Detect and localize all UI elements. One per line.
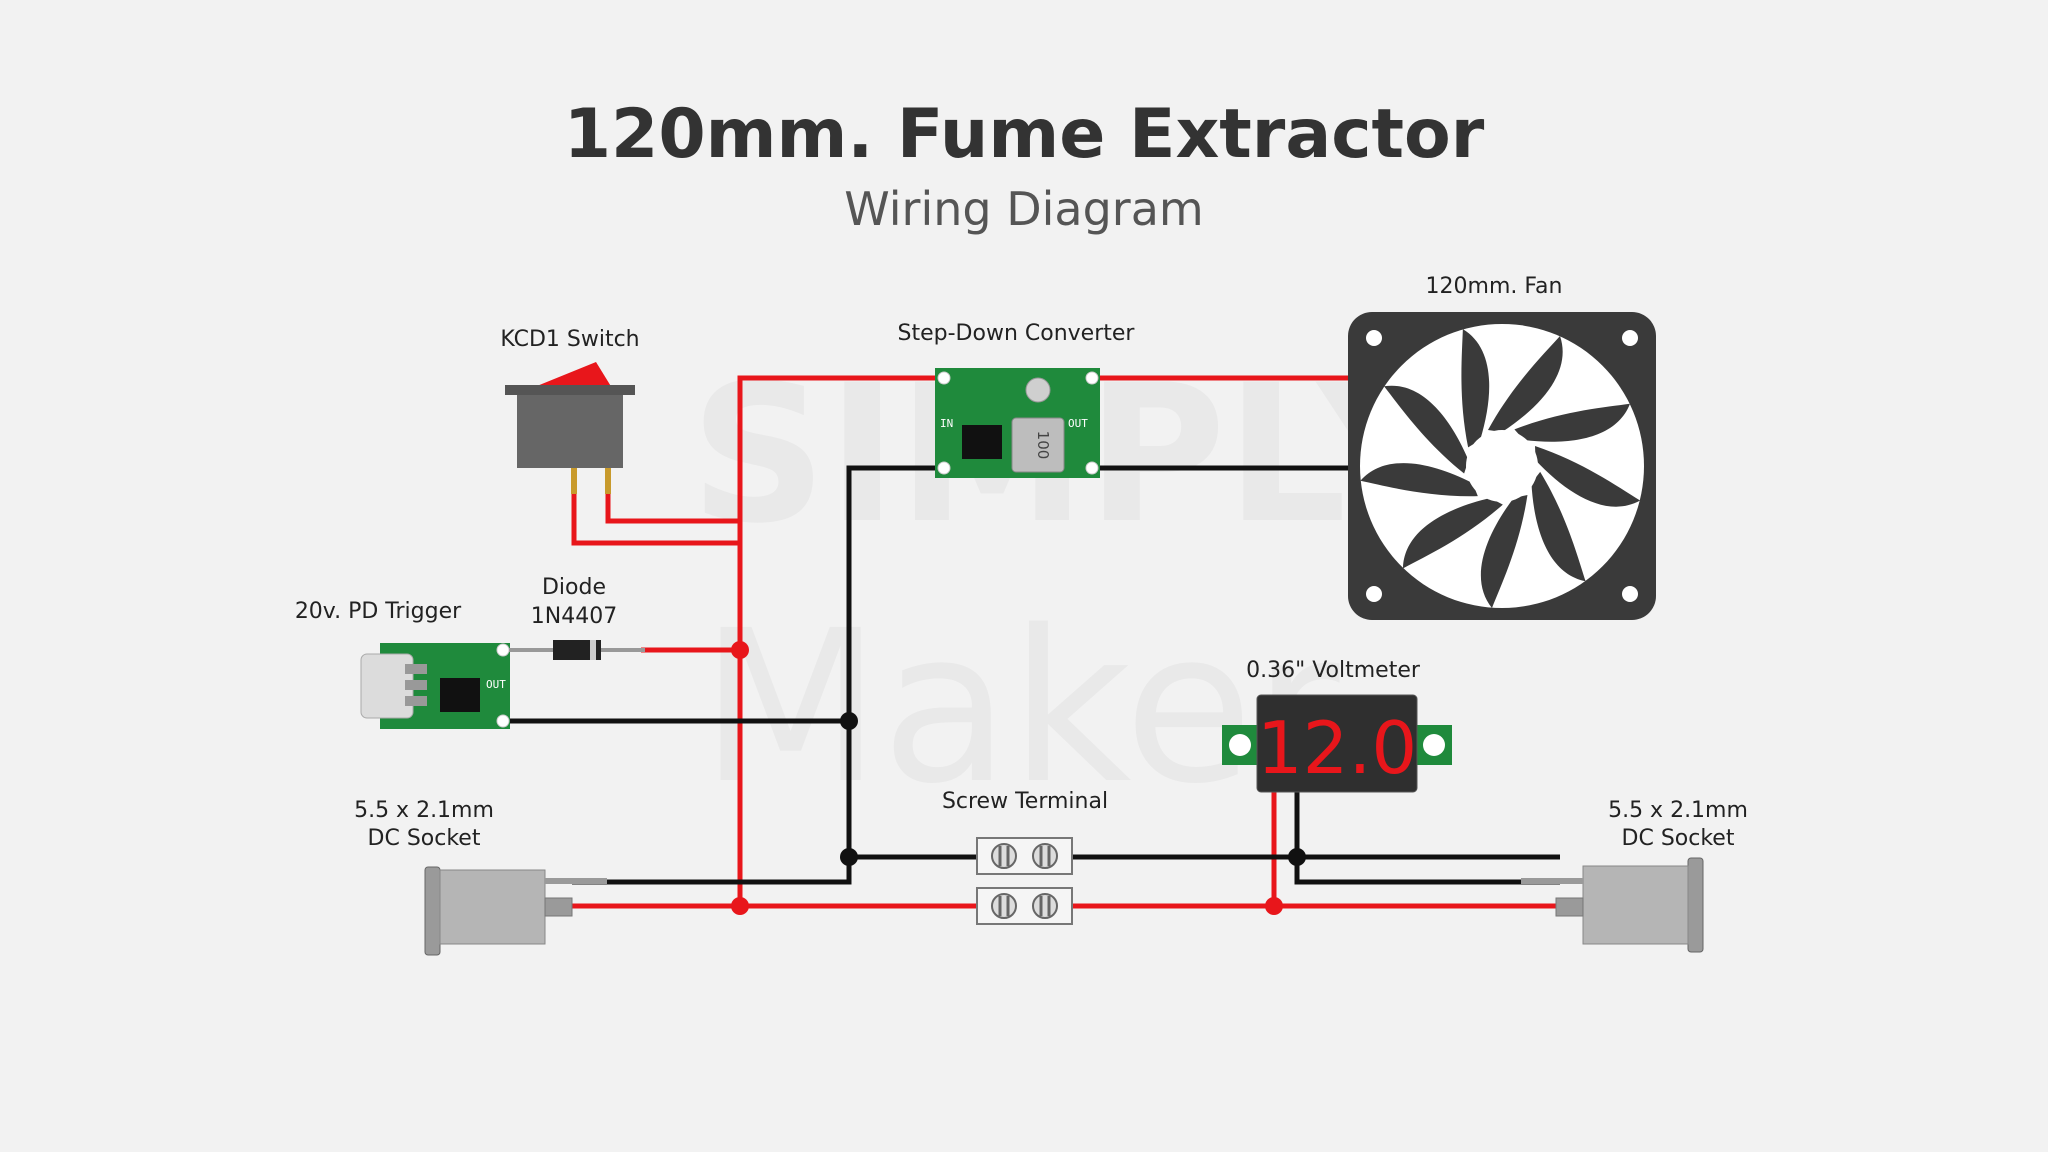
diode-label-line1: Diode (542, 575, 606, 600)
junction-dot (731, 897, 749, 915)
fan-blade (1461, 329, 1490, 448)
pd-trigger-label: 20v. PD Trigger (295, 599, 462, 624)
step-down-converter: Step-Down Converter IN OUT 100 (898, 321, 1136, 478)
inductor-label: 100 (1034, 431, 1052, 460)
junction-dot (1288, 848, 1306, 866)
fan-blade (1531, 471, 1586, 582)
dc-socket-body (1582, 865, 1689, 945)
dc-socket-left-label-line2: DC Socket (368, 826, 481, 851)
screw-terminal-label: Screw Terminal (942, 789, 1108, 814)
switch-pin (571, 468, 577, 494)
voltmeter-reading: 12.0 (1257, 706, 1417, 790)
switch-body (517, 395, 623, 468)
voltmeter-body (1256, 694, 1418, 793)
terminal-screws (991, 843, 1058, 919)
fan-screw-hole (1622, 330, 1638, 346)
kcd1-switch: KCD1 Switch (500, 327, 640, 494)
switch-rocker (532, 362, 612, 388)
fan-screw-hole (1366, 330, 1382, 346)
pad (937, 371, 951, 385)
fan-blade (1403, 497, 1503, 569)
screw-icon (1032, 843, 1058, 869)
fan-blade (1488, 336, 1563, 432)
dc-socket-pin (1521, 878, 1583, 884)
switch-bezel (505, 385, 635, 395)
pad (937, 461, 951, 475)
pad (1085, 461, 1099, 475)
converter-label: Step-Down Converter (898, 321, 1136, 346)
usb-c-pin (405, 696, 427, 706)
dc-socket-right-label-line1: 5.5 x 2.1mm (1608, 798, 1748, 823)
fan-blade (1360, 463, 1478, 497)
page-title: 120mm. Fume Extractor (564, 95, 1485, 174)
screw-icon (1032, 893, 1058, 919)
fan: 120mm. Fan (1348, 274, 1656, 620)
converter-out-label: OUT (1068, 417, 1088, 430)
fan-blades (1360, 329, 1641, 608)
dc-socket-flange (424, 866, 441, 956)
voltmeter-mount-hole (1423, 734, 1445, 756)
dc-socket-pin (1555, 897, 1584, 917)
junction-dot (840, 712, 858, 730)
dc-socket-left-label-line1: 5.5 x 2.1mm (354, 798, 494, 823)
wire-switch-to-bus (571, 472, 740, 546)
junction-dot (1265, 897, 1283, 915)
pd-trigger-ic (440, 678, 480, 712)
converter-ic (962, 425, 1002, 459)
screw-icon (991, 843, 1017, 869)
pad (496, 714, 510, 728)
dc-socket-body (439, 869, 546, 945)
inductor (1011, 417, 1065, 473)
switch-pin (605, 468, 611, 494)
converter-in-label: IN (940, 417, 953, 430)
junction-dot (731, 641, 749, 659)
voltmeter: 0.36" Voltmeter 12.0 (1222, 658, 1452, 793)
fan-hub (1466, 430, 1538, 502)
fan-blade (1480, 495, 1528, 608)
fan-blade (1384, 385, 1469, 474)
dc-socket-flange (1687, 857, 1704, 953)
screw-terminal: Screw Terminal (942, 789, 1108, 925)
diode-body (553, 640, 601, 660)
fan-label: 120mm. Fan (1426, 274, 1563, 299)
voltmeter-mount-hole (1229, 734, 1251, 756)
wire-left-socket-negative (572, 858, 852, 885)
junction-dot (840, 848, 858, 866)
page-subtitle: Wiring Diagram (844, 182, 1203, 236)
diode: Diode 1N4407 (509, 575, 645, 660)
fan-screw-hole (1622, 586, 1638, 602)
usb-c-pin (405, 680, 427, 690)
junctions (731, 641, 1306, 915)
dc-socket-right: 5.5 x 2.1mm DC Socket (1521, 798, 1748, 953)
usb-c-pin (405, 664, 427, 674)
switch-label: KCD1 Switch (500, 327, 639, 352)
dc-socket-right-label-line2: DC Socket (1622, 826, 1735, 851)
pad (496, 643, 510, 657)
fan-blade (1535, 445, 1641, 507)
watermark-line2: Maker (700, 585, 1340, 830)
pad (1085, 371, 1099, 385)
voltmeter-label: 0.36" Voltmeter (1246, 658, 1421, 683)
potentiometer (1025, 377, 1051, 403)
screw-icon (991, 893, 1017, 919)
diode-cathode-band (590, 640, 596, 660)
dc-socket-pin (545, 878, 607, 884)
pd-trigger-out-label: OUT (486, 678, 506, 691)
fan-blade (1514, 403, 1630, 442)
pd-trigger: 20v. PD Trigger OUT (295, 599, 510, 729)
fan-screw-hole (1366, 586, 1382, 602)
dc-socket-left: 5.5 x 2.1mm DC Socket (354, 798, 607, 956)
dc-socket-pin (544, 897, 573, 917)
diode-label-line2: 1N4407 (531, 604, 617, 629)
